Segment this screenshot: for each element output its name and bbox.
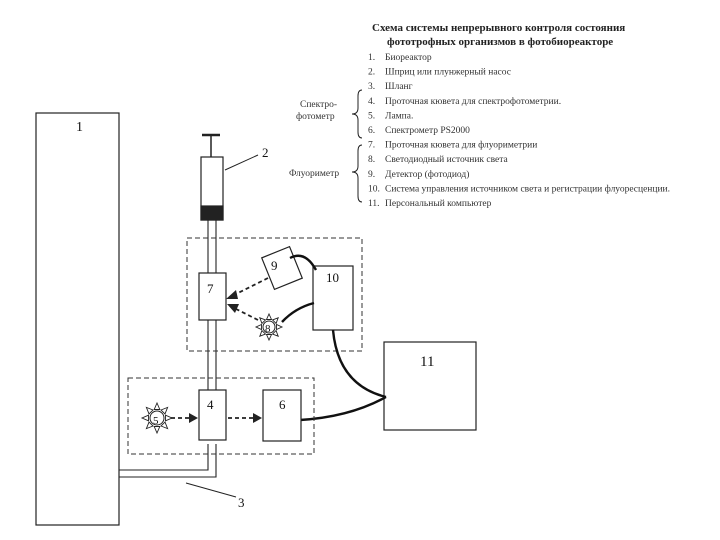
spectrophotometer-group-label: Спектро- фотометр	[296, 89, 363, 139]
light-ray	[259, 329, 267, 337]
syringe	[200, 133, 224, 221]
legend-item-text: Персональный компьютер	[385, 198, 492, 209]
legend-item-number: 3.	[368, 82, 375, 92]
legend-item-text: Спектрометр PS2000	[385, 126, 470, 136]
light-ray	[265, 312, 273, 320]
light-ray	[259, 317, 267, 325]
legend-item-text: Шланг	[385, 82, 413, 92]
arrowhead-lamp-to-cell	[189, 413, 198, 423]
bioreactor	[35, 112, 120, 526]
legend-item-number: 8.	[368, 155, 375, 165]
control-system	[312, 265, 354, 331]
legend-item-number: 10.	[368, 184, 380, 194]
cable-spectrometer-to-pc	[299, 395, 387, 422]
light-ray	[254, 323, 262, 331]
personal-computer	[383, 341, 477, 431]
legend-item-text: Система управления источником света и ре…	[385, 183, 670, 194]
legend-block: Схема системы непрерывного контроля сост…	[368, 22, 670, 209]
light-ray	[276, 323, 284, 331]
light-ray	[271, 317, 279, 325]
label-6: 6	[279, 397, 286, 412]
legend-item-number: 6.	[368, 126, 375, 136]
arrowhead-detector-to-cell	[226, 290, 238, 299]
light-ray	[165, 414, 174, 422]
label-5: 5	[153, 415, 159, 427]
excitation-light-arrow	[235, 308, 259, 321]
fluoro-label: Флуориметр	[289, 169, 339, 179]
light-ray	[160, 406, 169, 415]
lamp	[140, 401, 174, 435]
light-ray	[153, 401, 161, 410]
legend-item-text: Лампа.	[385, 111, 413, 121]
label-8: 8	[265, 323, 271, 335]
leader-3	[185, 482, 237, 498]
cable-control-to-led	[281, 301, 315, 323]
legend-item-number: 11.	[368, 199, 380, 209]
light-ray	[145, 406, 154, 415]
light-ray	[153, 426, 161, 435]
label-3: 3	[238, 495, 245, 510]
label-4: 4	[207, 397, 214, 412]
arrowhead-led-to-cell	[227, 304, 239, 313]
spectrometer	[262, 389, 302, 442]
spectrophotometer-box	[127, 377, 315, 455]
light-ray	[265, 334, 273, 342]
label-1: 1	[76, 120, 83, 135]
legend-item-number: 4.	[368, 97, 375, 107]
legend-item-text: Светодиодный источник света	[385, 154, 509, 165]
fluorimetry-flow-cell	[198, 272, 227, 321]
title-line-1: Схема системы непрерывного контроля сост…	[372, 22, 625, 34]
label-2: 2	[262, 145, 269, 160]
arrowhead-cell-to-spectrometer	[253, 413, 262, 423]
label-11: 11	[420, 354, 434, 370]
legend-item-text: Проточная кювета для спектрофотометрии.	[385, 96, 561, 107]
legend-item-text: Детектор (фотодиод)	[385, 169, 469, 180]
fluorescence-light-arrow	[233, 277, 269, 296]
light-ray	[140, 414, 149, 422]
legend-item-text: Шприц или плунжерный насос	[385, 67, 511, 78]
legend-list: 1. Биореактор 2. Шприц или плунжерный насос…	[368, 53, 670, 209]
legend-item-text: Биореактор	[385, 53, 432, 63]
fluoro-brace	[351, 144, 363, 203]
spectrophotometry-flow-cell	[198, 389, 227, 441]
fluorimeter-group-label: Флуориметр	[289, 144, 363, 203]
legend-item-number: 7.	[368, 141, 375, 151]
spectro-label-line2: фотометр	[296, 111, 335, 122]
legend-item-text: Проточная кювета для флуориметрии	[385, 140, 537, 151]
spectro-label-line1: Спектро-	[300, 100, 337, 110]
label-9: 9	[271, 258, 278, 273]
spectro-brace	[351, 89, 363, 139]
cable-control-to-pc	[331, 329, 387, 399]
legend-item-number: 5.	[368, 111, 375, 121]
led-light-source	[254, 312, 284, 342]
light-ray	[145, 421, 154, 430]
legend-item-number: 9.	[368, 170, 375, 180]
cable-detector-to-control	[289, 254, 318, 271]
light-ray	[271, 329, 279, 337]
legend-item-number: 1.	[368, 53, 375, 63]
label-10: 10	[326, 270, 339, 285]
label-7: 7	[207, 281, 214, 296]
light-ray	[160, 421, 169, 430]
title-line-2: фототрофных организмов в фотобиореакторе	[387, 36, 613, 48]
detector-photodiode	[260, 245, 304, 291]
legend-item-number: 2.	[368, 68, 375, 78]
leader-2	[224, 154, 259, 171]
